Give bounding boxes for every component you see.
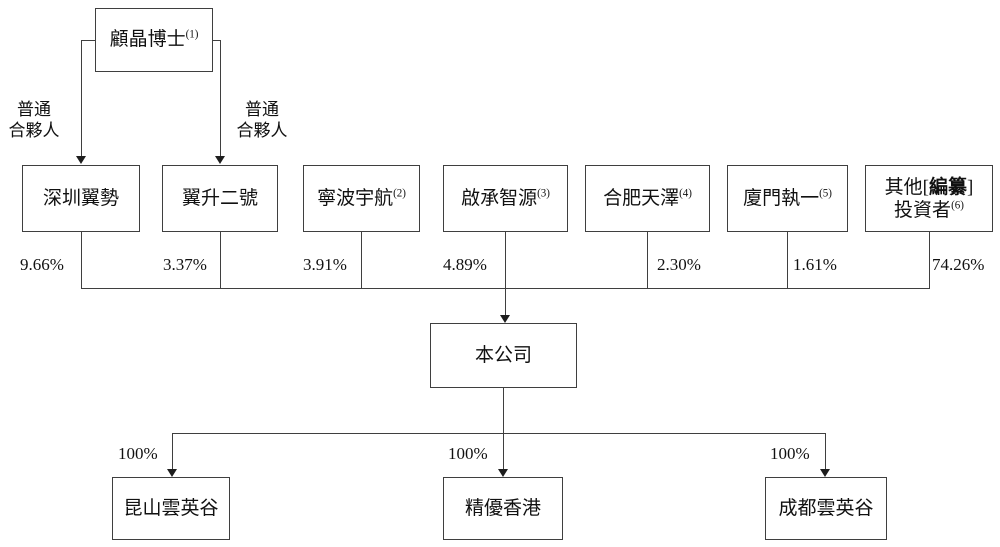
shareholder-box: 深圳翼勢 [22, 165, 140, 232]
connector-line [81, 232, 82, 288]
connector-line [825, 433, 826, 469]
arrowhead-down-icon [500, 315, 510, 323]
shareholder-name: 合肥天澤(4) [603, 187, 692, 209]
connector-line [220, 232, 221, 288]
top-owner-box: 顧晶博士(1) [95, 8, 213, 72]
subsidiary-percentage: 100% [118, 444, 158, 463]
general-partner-label: 普通合夥人 [236, 100, 288, 140]
shareholder-box: 合肥天澤(4) [585, 165, 710, 232]
subsidiary-box: 精優香港 [443, 477, 563, 540]
connector-line [81, 40, 96, 41]
subsidiary-name: 昆山雲英谷 [123, 497, 219, 519]
connector-line [503, 388, 504, 469]
subsidiary-box: 成都雲英谷 [765, 477, 887, 540]
connector-line [361, 232, 362, 288]
ownership-percentage: 2.30% [657, 255, 701, 274]
ownership-percentage: 4.89% [443, 255, 487, 274]
footnote-ref: (6) [951, 199, 964, 212]
shareholder-name: 翼升二號 [181, 187, 258, 209]
connector-line [212, 40, 221, 41]
shareholder-box: 寧波宇航(2) [303, 165, 420, 232]
connector-bus-line [172, 433, 826, 434]
connector-line [929, 232, 930, 288]
ownership-percentage: 3.37% [163, 255, 207, 274]
subsidiary-percentage: 100% [770, 444, 810, 463]
shareholder-name: 寧波宇航(2) [317, 187, 406, 209]
footnote-ref: (5) [819, 187, 832, 200]
shareholder-box: 廈門執一(5) [727, 165, 848, 232]
subsidiary-name: 成都雲英谷 [778, 497, 874, 519]
shareholder-name: 廈門執一(5) [743, 187, 832, 209]
company-name: 本公司 [474, 344, 532, 366]
connector-line [220, 40, 221, 157]
shareholder-name: 其他[編纂] 投資者(6) [884, 176, 974, 221]
footnote-ref: (4) [679, 187, 692, 200]
redacted-label: 編纂 [928, 176, 967, 198]
arrowhead-down-icon [215, 156, 225, 164]
connector-line [787, 232, 788, 288]
shareholder-name: 啟承智源(3) [461, 187, 550, 209]
arrowhead-down-icon [820, 469, 830, 477]
shareholder-name: 深圳翼勢 [42, 187, 119, 209]
connector-bus-line [81, 288, 930, 289]
connector-line [81, 40, 82, 157]
ownership-percentage: 3.91% [303, 255, 347, 274]
subsidiary-percentage: 100% [448, 444, 488, 463]
connector-line [505, 232, 506, 315]
arrowhead-down-icon [167, 469, 177, 477]
connector-line [647, 232, 648, 288]
shareholder-box: 翼升二號 [162, 165, 278, 232]
subsidiary-box: 昆山雲英谷 [112, 477, 230, 540]
footnote-ref: (1) [185, 28, 199, 41]
footnote-ref: (2) [393, 187, 406, 200]
arrowhead-down-icon [76, 156, 86, 164]
top-owner-name: 顧晶博士(1) [109, 28, 199, 50]
shareholder-box: 其他[編纂] 投資者(6) [865, 165, 993, 232]
arrowhead-down-icon [498, 469, 508, 477]
ownership-percentage: 9.66% [20, 255, 64, 274]
ownership-percentage: 74.26% [932, 255, 985, 274]
shareholder-box: 啟承智源(3) [443, 165, 568, 232]
general-partner-label: 普通合夥人 [8, 100, 60, 140]
company-box: 本公司 [430, 323, 577, 388]
connector-line [172, 433, 173, 469]
footnote-ref: (3) [537, 187, 550, 200]
subsidiary-name: 精優香港 [464, 497, 541, 519]
ownership-percentage: 1.61% [793, 255, 837, 274]
